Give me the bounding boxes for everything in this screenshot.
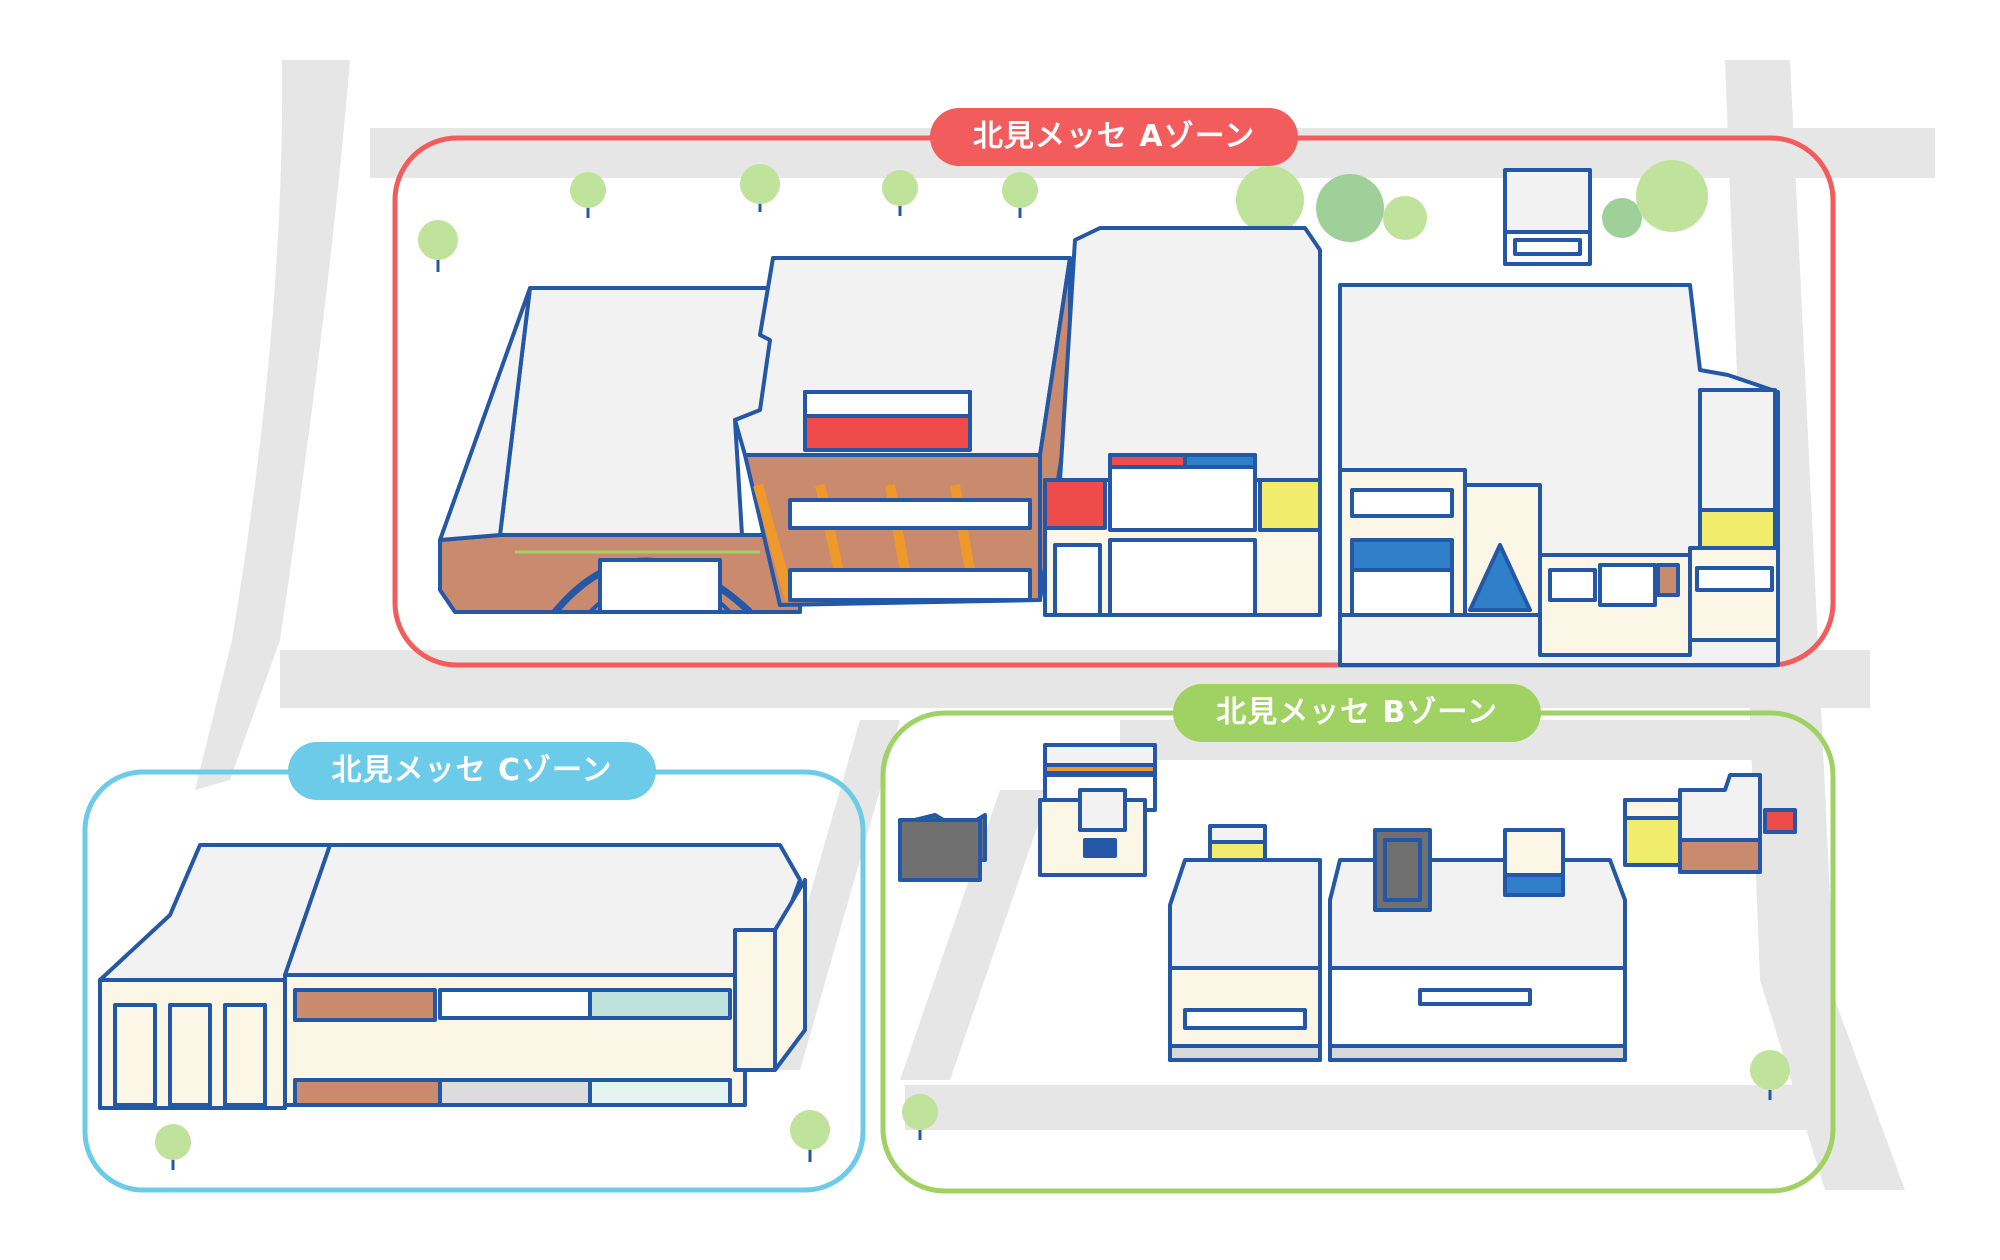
building-icon xyxy=(283,843,807,1107)
building-icon xyxy=(1503,168,1592,266)
zone-c-label: 北見メッセ Cゾーン xyxy=(288,742,656,800)
building-icon xyxy=(1038,743,1157,877)
zone-a-label: 北見メッセ Aゾーン xyxy=(930,108,1298,166)
tree-icon xyxy=(1750,1050,1790,1100)
building-icon xyxy=(898,813,987,882)
zone-a-buildings xyxy=(438,168,1780,667)
tree-icon xyxy=(1602,160,1708,238)
trees xyxy=(155,160,1790,1170)
zone-c-buildings xyxy=(98,843,807,1110)
zone-b-buildings xyxy=(898,743,1797,1062)
building-icon xyxy=(1338,283,1780,667)
tree-icon xyxy=(1236,166,1427,242)
tree-icon xyxy=(882,170,918,216)
road-b-west xyxy=(900,790,1050,1080)
building-icon xyxy=(1503,828,1565,897)
tree-icon xyxy=(902,1094,938,1140)
road-west-curve xyxy=(195,60,350,790)
road-b-south xyxy=(905,1085,1820,1130)
tree-icon xyxy=(1002,172,1038,218)
building-icon xyxy=(1043,226,1322,617)
tree-icon xyxy=(570,172,606,218)
tree-icon xyxy=(790,1110,830,1162)
zone-b-label: 北見メッセ Bゾーン xyxy=(1173,684,1541,742)
road-north-inner xyxy=(480,180,1085,240)
building-icon xyxy=(98,843,332,1110)
building-icon xyxy=(1208,824,1267,864)
tree-icon xyxy=(418,220,458,272)
tree-icon xyxy=(155,1124,191,1170)
building-icon xyxy=(1328,828,1627,1062)
building-icon xyxy=(1623,773,1797,874)
building-icon xyxy=(1168,858,1322,1062)
building-icon xyxy=(733,256,1072,607)
road-east xyxy=(1725,60,1905,1190)
tree-icon xyxy=(740,164,780,212)
